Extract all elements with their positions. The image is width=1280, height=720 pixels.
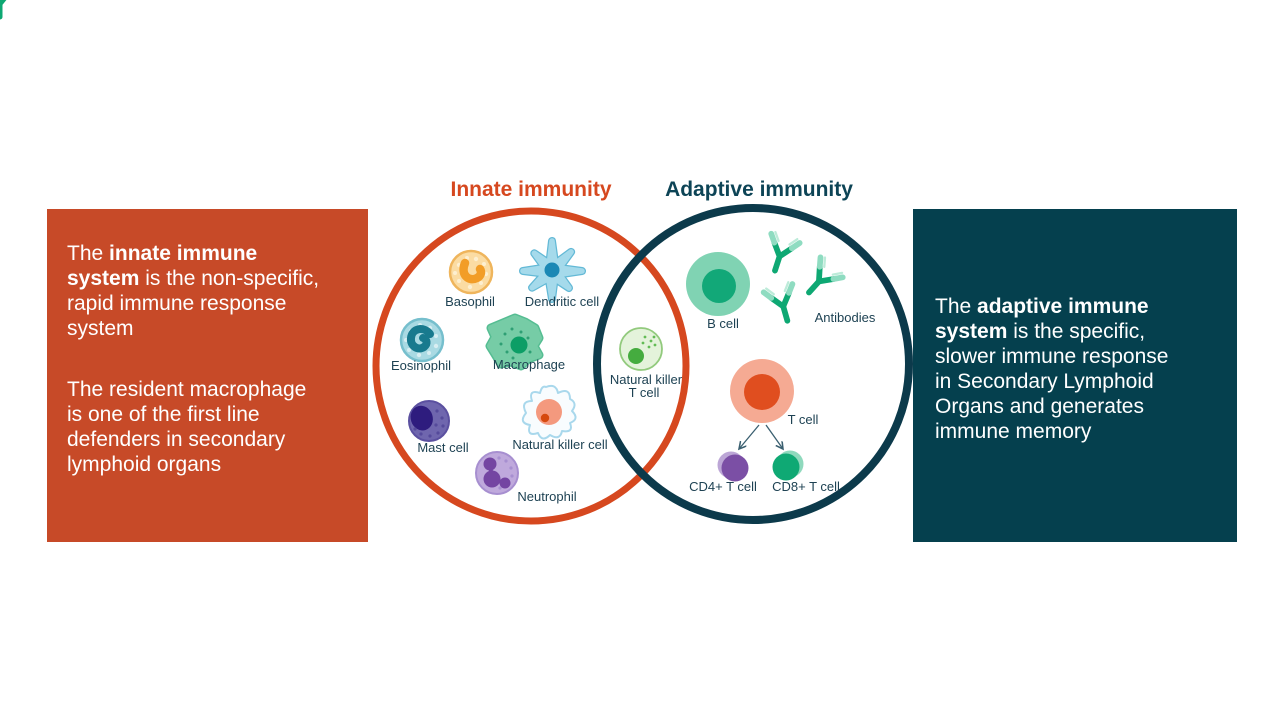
t-cell-icon <box>730 359 794 423</box>
macrophage-label: Macrophage <box>493 357 565 372</box>
innate-circle <box>372 207 690 525</box>
dendritic-cell-icon <box>519 237 586 303</box>
t-cell-label: T cell <box>788 412 819 427</box>
adaptive-circle <box>593 204 913 524</box>
innate-immunity-title: Innate immunity <box>450 178 611 201</box>
antibodies-label: Antibodies <box>815 310 876 325</box>
neutrophil-label: Neutrophil <box>517 489 576 504</box>
cd4-t-cell-icon <box>717 451 749 482</box>
nkt-cell-label-line2: T cell <box>629 385 660 400</box>
b-cell-label: B cell <box>707 316 739 331</box>
cd8-t-cell-icon <box>772 450 804 481</box>
cd8-t-cell-label: CD8+ T cell <box>772 479 840 494</box>
cd4-t-cell-label: CD4+ T cell <box>689 479 757 494</box>
adaptive-immunity-title: Adaptive immunity <box>665 178 853 201</box>
basophil-label: Basophil <box>445 294 495 309</box>
basophil-icon <box>448 249 494 295</box>
t-cell-differentiation-arrows <box>739 424 783 449</box>
mast-cell-icon <box>408 400 450 442</box>
neutrophil-icon <box>475 451 519 495</box>
antibodies-icon <box>0 0 845 325</box>
natural-killer-t-cell-icon <box>619 327 663 371</box>
natural-killer-cell-icon <box>521 384 577 440</box>
b-cell-icon <box>686 252 750 316</box>
mast-cell-label: Mast cell <box>417 440 468 455</box>
eosinophil-icon <box>399 317 445 363</box>
natural-killer-cell-label: Natural killer cell <box>512 437 607 452</box>
dendritic-cell-label: Dendritic cell <box>525 294 600 309</box>
nkt-cell-label-line1: Natural killer <box>610 372 683 387</box>
macrophage-icon <box>485 313 544 371</box>
eosinophil-label: Eosinophil <box>391 358 451 373</box>
